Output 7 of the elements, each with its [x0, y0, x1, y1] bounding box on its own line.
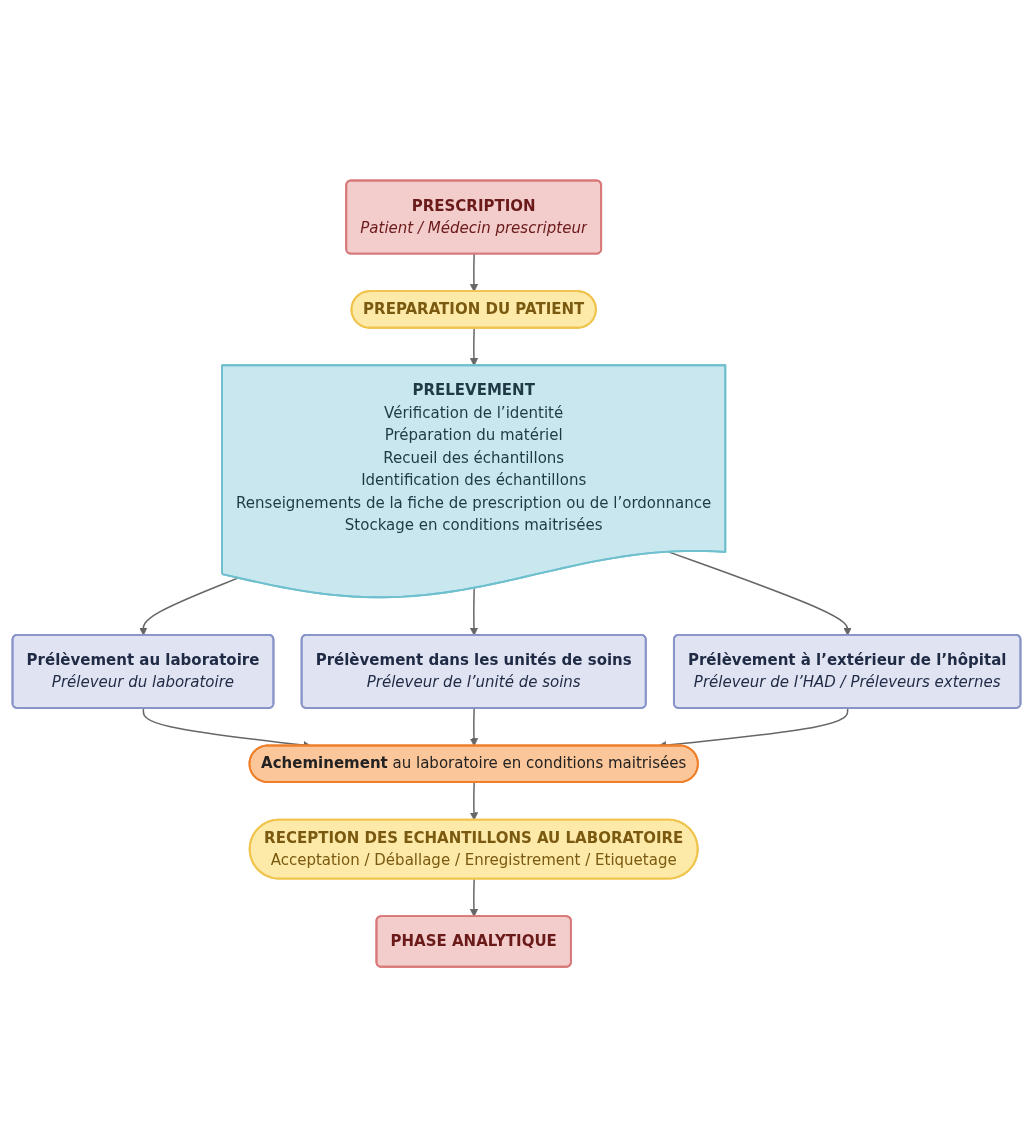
arrow	[469, 587, 479, 636]
arrow	[469, 781, 479, 821]
arrow	[469, 253, 479, 292]
arrow	[139, 577, 239, 636]
arrow	[469, 878, 479, 917]
arrow	[469, 707, 479, 747]
arrow	[469, 327, 479, 366]
